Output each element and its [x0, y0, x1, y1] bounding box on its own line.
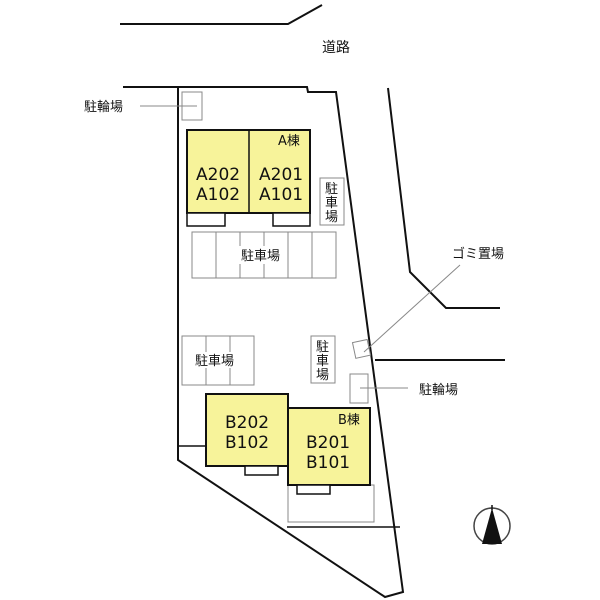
- parking-label: 車: [325, 196, 338, 211]
- garbage-label: ゴミ置場: [452, 246, 504, 262]
- north-arrow-icon: [473, 505, 511, 545]
- unit-label: B202: [225, 413, 269, 433]
- parking-label: 駐車場: [195, 354, 234, 369]
- parking-vertical-b: [310, 335, 336, 384]
- parking-row-a: [191, 231, 337, 279]
- parking-label: 場: [325, 210, 338, 225]
- building-a-name: A棟: [278, 134, 300, 149]
- building-b-name: B棟: [338, 413, 360, 428]
- parking-label: 駐車場: [241, 249, 280, 264]
- unit-label: A202: [196, 165, 240, 185]
- parking-label: 車: [316, 354, 329, 369]
- balcony: [296, 484, 331, 495]
- balcony: [186, 212, 226, 227]
- leader-line: [363, 264, 461, 353]
- parking-label: 駐: [316, 340, 329, 355]
- balcony: [244, 465, 279, 476]
- unit-label: A102: [196, 185, 240, 205]
- site-boundary: [123, 86, 405, 599]
- unit-label: A101: [259, 185, 303, 205]
- unit-label: B201: [306, 433, 350, 453]
- unit-label: B101: [306, 453, 350, 473]
- road-edge-east: [387, 87, 500, 309]
- parking-vertical-a: [319, 177, 345, 226]
- parking-label: 場: [316, 368, 329, 383]
- road-edge-top: [120, 4, 323, 25]
- bicycle-parking-right-label: 駐輪場: [419, 382, 458, 398]
- unit-label: B102: [225, 433, 269, 453]
- parking-label: 駐: [325, 182, 338, 197]
- unit-label: A201: [259, 165, 303, 185]
- road-label: 道路: [322, 40, 350, 56]
- balcony: [272, 212, 311, 227]
- building-b-left: [205, 393, 289, 467]
- bicycle-parking-top-label: 駐輪場: [84, 99, 123, 115]
